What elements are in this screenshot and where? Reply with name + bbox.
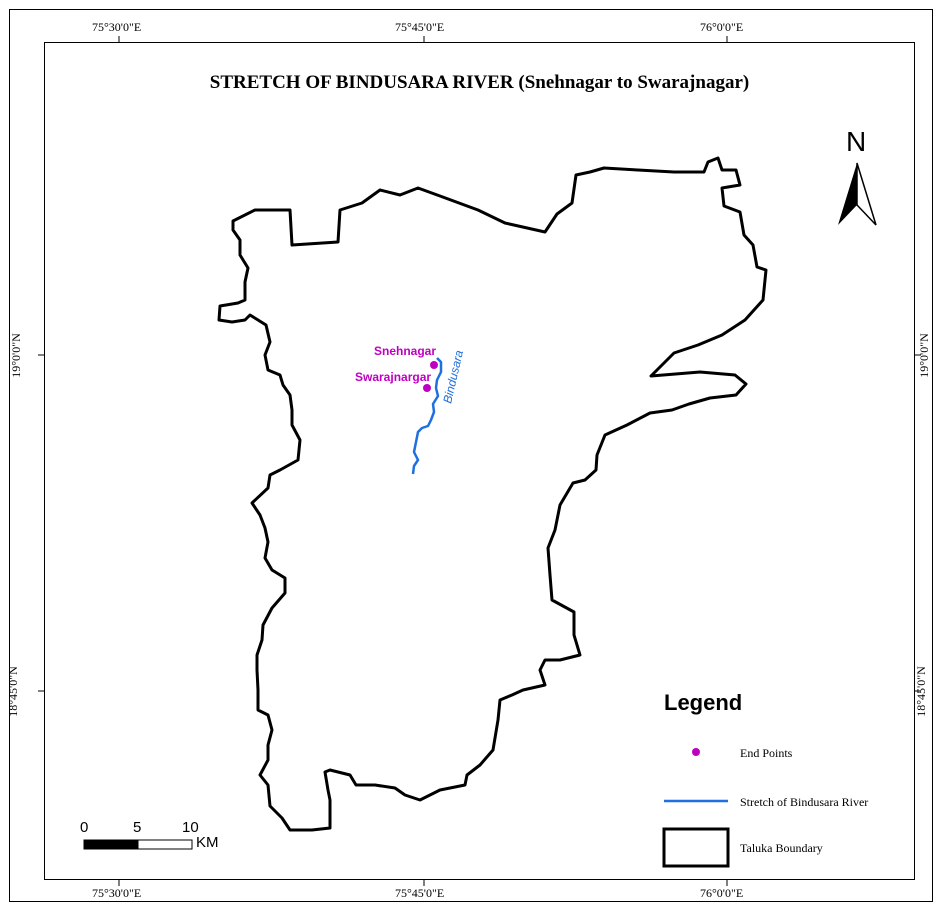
map-frame — [9, 9, 933, 902]
lon-label-bottom-3: 76°0'0"E — [700, 886, 744, 900]
scale-tick-10: 10 — [182, 819, 199, 836]
legend-label-boundary: Taluka Boundary — [740, 841, 823, 855]
lon-label-top-2: 75°45'0"E — [395, 20, 445, 34]
place-label-snehnagar: Snehnagar — [374, 344, 437, 358]
map-neatline — [44, 42, 915, 880]
lon-label-bottom-1: 75°30'0"E — [92, 886, 142, 900]
lon-label-top-3: 76°0'0"E — [700, 20, 744, 34]
legend-label-river: Stretch of Bindusara River — [740, 795, 869, 809]
north-letter: N — [846, 126, 867, 157]
legend-label-end-points: End Points — [740, 746, 793, 760]
end-point-snehnagar — [430, 361, 438, 369]
taluka-boundary — [217, 156, 768, 832]
place-label-swarajnargar: Swarajnargar — [355, 370, 432, 384]
river-label: Bindusara — [440, 349, 466, 405]
graticule-ticks — [38, 36, 921, 886]
bindusara-river — [411, 357, 443, 475]
north-arrow-icon — [838, 162, 877, 226]
scale-bar — [83, 839, 193, 850]
map-title: STRETCH OF BINDUSARA RIVER (Snehnagar to… — [209, 72, 750, 93]
lon-label-bottom-2: 75°45'0"E — [395, 886, 445, 900]
legend-point-symbol — [692, 748, 700, 756]
scale-tick-0: 0 — [80, 819, 89, 836]
legend-title: Legend — [664, 690, 743, 715]
scale-tick-5: 5 — [133, 819, 142, 836]
legend-polygon-symbol — [662, 827, 730, 868]
end-point-swarajnargar — [423, 384, 431, 392]
scale-unit: KM — [196, 834, 219, 851]
lon-label-top-1: 75°30'0"E — [92, 20, 142, 34]
